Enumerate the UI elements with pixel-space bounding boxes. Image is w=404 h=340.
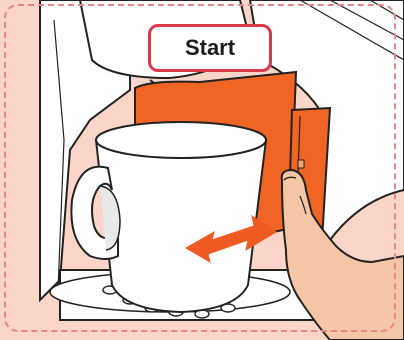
start-button[interactable]: Start [148, 24, 272, 72]
